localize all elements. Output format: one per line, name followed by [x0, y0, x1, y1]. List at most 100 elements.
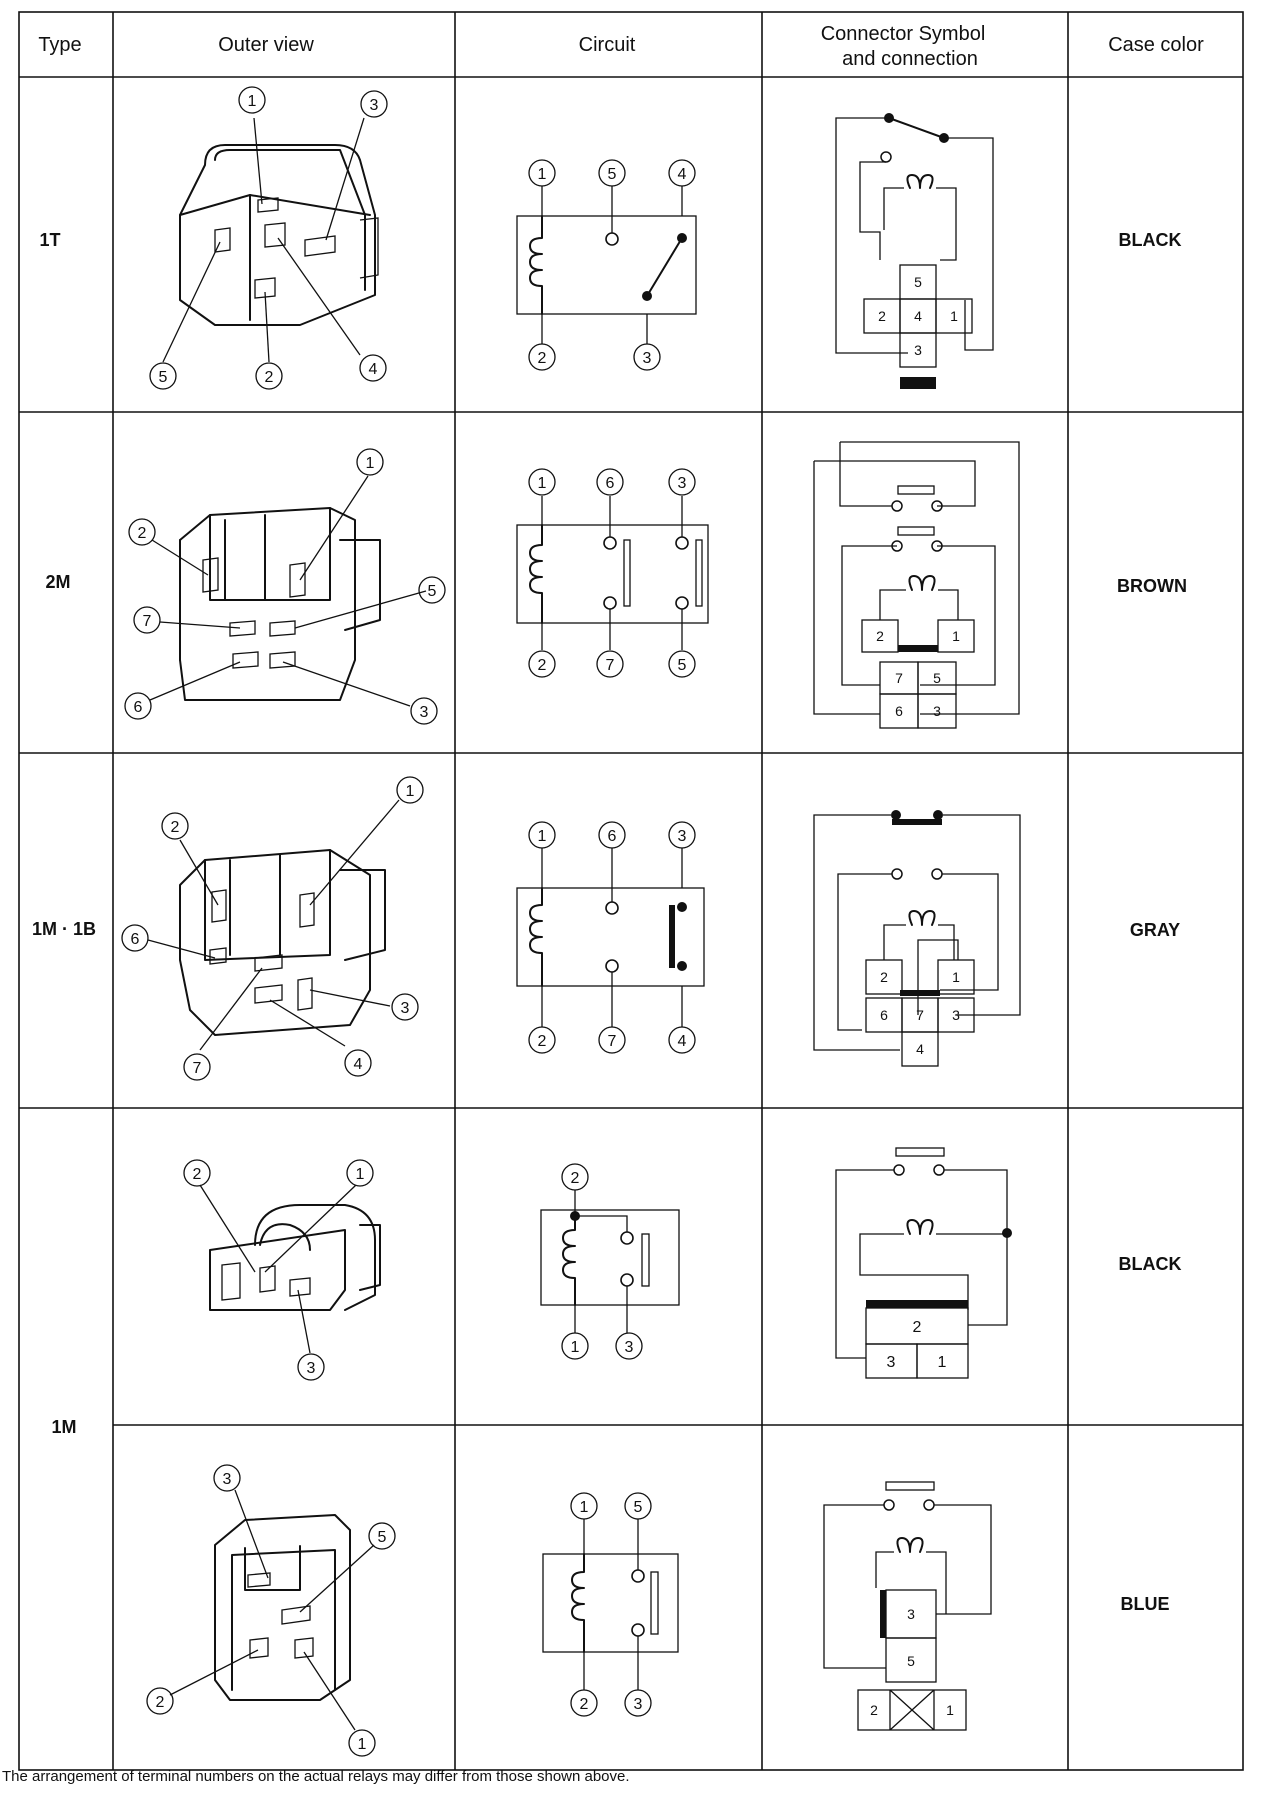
svg-text:1: 1 [248, 93, 257, 110]
svg-text:6: 6 [606, 475, 615, 492]
svg-text:4: 4 [678, 166, 687, 183]
svg-text:3: 3 [370, 97, 379, 114]
svg-text:1: 1 [538, 475, 547, 492]
svg-text:3: 3 [914, 342, 922, 358]
svg-text:3: 3 [223, 1471, 232, 1488]
svg-text:5: 5 [608, 166, 617, 183]
svg-text:1: 1 [946, 1702, 954, 1718]
svg-text:2: 2 [538, 350, 547, 367]
svg-text:4: 4 [916, 1041, 924, 1057]
circuit-1m-a: 2 1 3 [540, 1163, 680, 1360]
svg-text:7: 7 [608, 1033, 617, 1050]
case-color-black: BLACK [1119, 230, 1182, 250]
table-grid [18, 11, 1244, 1771]
svg-text:2: 2 [913, 1319, 922, 1336]
circuit-1m-1b: 1 6 3 2 7 4 [516, 821, 705, 1054]
svg-text:1: 1 [356, 1166, 365, 1183]
circuit-1t: 1 5 4 2 3 [516, 159, 697, 371]
footnote: The arrangement of terminal numbers on t… [2, 1768, 630, 1785]
svg-text:3: 3 [420, 704, 429, 721]
type-1m: 1M [51, 1417, 76, 1437]
outer-labels-1m-a: 2 1 3 [183, 1159, 374, 1381]
connector-2m: 2 1 7 5 6 3 [813, 441, 1020, 729]
svg-text:7: 7 [606, 657, 615, 674]
type-1m-1b: 1M · 1B [32, 919, 96, 939]
header-outer-view: Outer view [218, 34, 314, 56]
svg-text:5: 5 [159, 369, 168, 386]
svg-text:1: 1 [938, 1354, 947, 1371]
outer-view-1m-1b [147, 799, 400, 1051]
svg-text:2: 2 [571, 1170, 580, 1187]
svg-text:2: 2 [193, 1166, 202, 1183]
connector-1m-1b: 2 1 6 7 3 4 [813, 810, 1021, 1067]
svg-text:5: 5 [933, 670, 941, 686]
svg-text:3: 3 [634, 1696, 643, 1713]
case-color-black-2: BLACK [1119, 1254, 1182, 1274]
svg-text:1: 1 [952, 628, 960, 644]
outer-view-1m-b [169, 1489, 375, 1731]
svg-text:3: 3 [307, 1360, 316, 1377]
svg-text:6: 6 [880, 1007, 888, 1023]
svg-text:5: 5 [678, 657, 687, 674]
svg-text:2: 2 [880, 969, 888, 985]
svg-text:2: 2 [538, 657, 547, 674]
svg-text:5: 5 [907, 1653, 915, 1669]
svg-text:5: 5 [634, 1499, 643, 1516]
type-1t: 1T [39, 230, 60, 250]
header-row: Type Outer view Circuit Connector Symbol… [38, 23, 1204, 70]
svg-text:4: 4 [369, 361, 378, 378]
svg-text:5: 5 [428, 583, 437, 600]
svg-text:7: 7 [895, 670, 903, 686]
svg-text:4: 4 [914, 308, 922, 324]
outer-labels-1m-1b: 1 2 6 3 7 4 [121, 776, 424, 1081]
outer-view-2m [149, 475, 427, 707]
svg-text:5: 5 [378, 1529, 387, 1546]
svg-text:2: 2 [580, 1696, 589, 1713]
header-type: Type [38, 34, 81, 56]
circuit-1m-b: 1 5 2 3 [542, 1492, 679, 1717]
svg-text:3: 3 [952, 1007, 960, 1023]
svg-text:3: 3 [401, 1000, 410, 1017]
svg-text:5: 5 [914, 274, 922, 290]
svg-text:6: 6 [134, 699, 143, 716]
header-connector-line1: Connector Symbol [821, 23, 986, 45]
header-connector-line2: and connection [842, 48, 978, 70]
svg-text:6: 6 [608, 828, 617, 845]
svg-text:3: 3 [933, 703, 941, 719]
connector-1m-b: 3 5 2 1 [823, 1481, 992, 1731]
svg-text:4: 4 [678, 1033, 687, 1050]
svg-text:6: 6 [131, 931, 140, 948]
svg-text:1: 1 [580, 1499, 589, 1516]
svg-text:6: 6 [895, 703, 903, 719]
connector-1m-a: 2 3 1 [835, 1147, 1012, 1379]
svg-text:2: 2 [171, 819, 180, 836]
svg-text:1: 1 [571, 1339, 580, 1356]
connector-1t: 5 2 4 1 3 [835, 113, 994, 389]
outer-view-1t [162, 117, 379, 363]
svg-text:2: 2 [538, 1033, 547, 1050]
outer-labels-1t: 1 3 5 2 4 [149, 86, 388, 390]
type-2m: 2M [45, 572, 70, 592]
circuit-2m: 1 6 3 2 7 5 [516, 468, 709, 678]
case-color-gray: GRAY [1130, 920, 1180, 940]
svg-text:7: 7 [916, 1007, 924, 1023]
svg-text:3: 3 [643, 350, 652, 367]
svg-text:1: 1 [950, 308, 958, 324]
svg-text:3: 3 [887, 1354, 896, 1371]
case-color-brown: BROWN [1117, 576, 1187, 596]
svg-text:2: 2 [876, 628, 884, 644]
svg-text:3: 3 [625, 1339, 634, 1356]
svg-text:2: 2 [878, 308, 886, 324]
outer-labels-2m: 1 2 5 7 6 3 [124, 448, 446, 725]
svg-text:1: 1 [358, 1736, 367, 1753]
case-color-blue: BLUE [1121, 1594, 1170, 1614]
svg-text:7: 7 [193, 1060, 202, 1077]
header-circuit: Circuit [579, 34, 636, 56]
outer-labels-1m-b: 3 5 2 1 [146, 1464, 396, 1757]
header-case-color: Case color [1108, 34, 1204, 56]
svg-text:3: 3 [678, 828, 687, 845]
svg-text:2: 2 [870, 1702, 878, 1718]
svg-text:1: 1 [952, 969, 960, 985]
svg-text:1: 1 [538, 828, 547, 845]
